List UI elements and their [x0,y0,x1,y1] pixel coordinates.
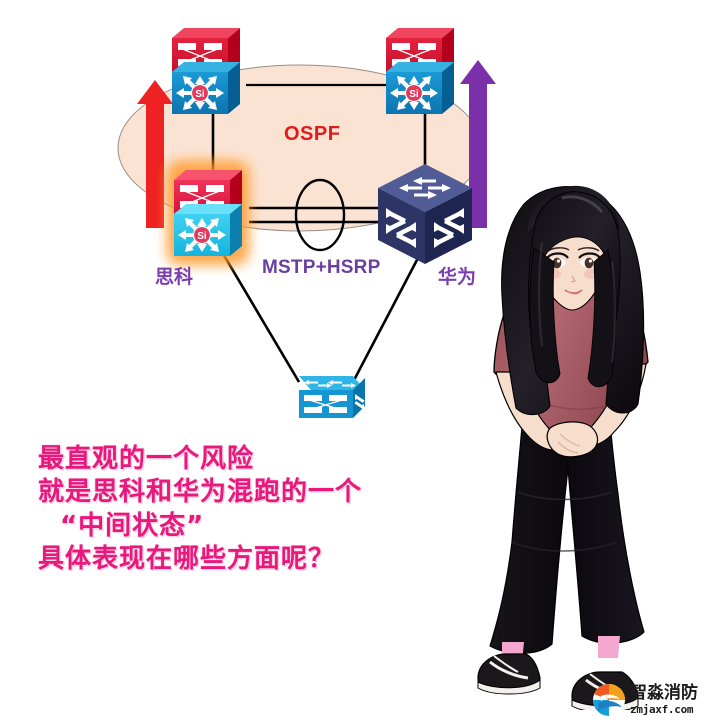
network-topology-diagram: Si [0,0,520,450]
topology-links [211,83,438,385]
cisco-core-switch-left[interactable]: Si [172,28,240,114]
character-pants [489,401,645,654]
watermark: 智淼消防 zmjaxf.com [592,678,714,722]
cisco-distribution-switch-highlighted[interactable]: Si [170,164,246,262]
character-eyes [546,247,601,269]
caption-line-1: 最直观的一个风险 [38,444,255,474]
svg-text:Si: Si [197,231,207,242]
svg-text:Si: Si [409,89,419,100]
access-switch-bottom[interactable] [299,376,365,418]
watermark-brand: 智淼消防 [630,683,698,703]
svg-text:Si: Si [195,89,205,100]
trunk-group-symbol [294,178,346,252]
mstp-hsrp-link-label: MSTP+HSRP [262,257,381,278]
cisco-core-switch-right[interactable]: Si [386,28,454,114]
watermark-text: 智淼消防 zmjaxf.com [630,683,698,716]
huawei-switch[interactable] [378,164,472,264]
caption-line-3: “中间状态” [60,510,205,541]
vendor-label-huawei: 华为 [438,267,477,288]
caption-line-2: 就是思科和华为混跑的一个 [38,477,363,508]
character-svg [477,185,649,713]
right-purple-arrow [460,60,496,228]
caption-line-4: 具体表现在哪些方面呢？ [38,543,336,574]
left-red-arrow [137,80,173,228]
character-hair-front [528,185,621,388]
ospf-cloud-label: OSPF [284,123,341,145]
watermark-logo-icon [593,683,625,716]
anime-girl-illustration [466,150,714,713]
vendor-label-cisco: 思科 [155,267,194,288]
watermark-url: zmjaxf.com [630,703,694,716]
caption-text-block: 最直观的一个风险 就是思科和华为混跑的一个 “中间状态” 具体表现在哪些方面呢？ [38,443,508,576]
topology-svg: Si [117,28,496,418]
character-face [538,227,606,311]
